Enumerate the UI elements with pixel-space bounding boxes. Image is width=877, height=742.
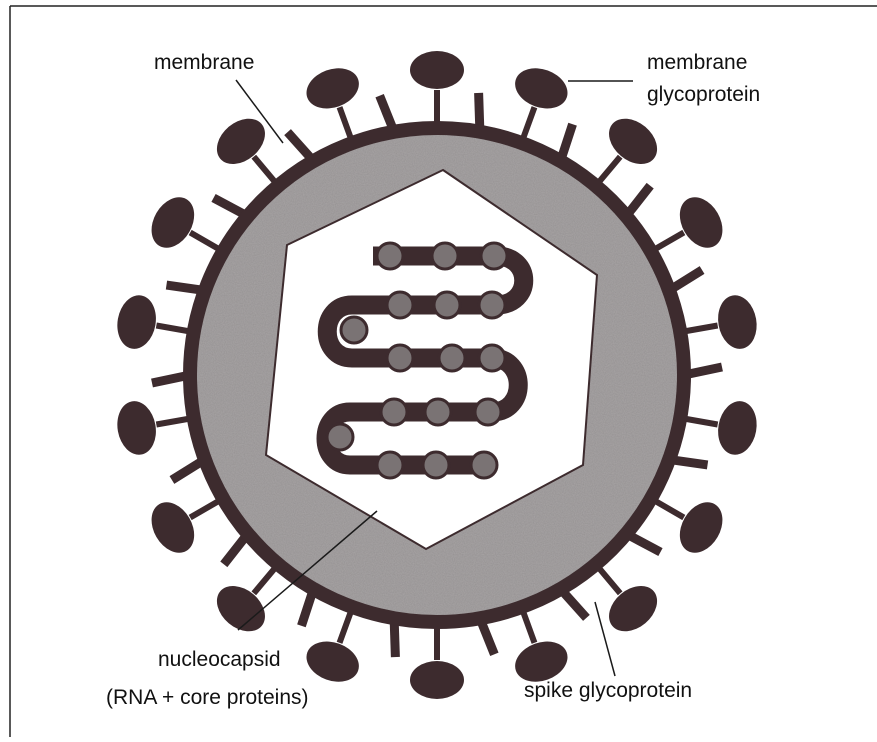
nucleocapsid-label-line2: (RNA + core proteins) bbox=[106, 686, 309, 709]
core-protein-bead-icon bbox=[377, 452, 403, 478]
core-protein-bead-icon bbox=[432, 243, 458, 269]
membrane-glycoprotein-icon bbox=[208, 109, 274, 173]
membrane-glycoprotein-label-line2: glycoprotein bbox=[647, 83, 760, 106]
membrane-glycoprotein-icon bbox=[143, 190, 203, 256]
core-protein-bead-icon bbox=[377, 243, 403, 269]
membrane-glycoprotein-icon bbox=[143, 495, 203, 561]
core-protein-bead-icon bbox=[341, 317, 367, 343]
core-protein-bead-icon bbox=[439, 345, 465, 371]
core-protein-bead-icon bbox=[479, 345, 505, 371]
membrane-glycoprotein-icon bbox=[714, 292, 761, 352]
core-protein-bead-icon bbox=[425, 399, 451, 425]
core-protein-bead-icon bbox=[475, 399, 501, 425]
membrane-glycoprotein-icon bbox=[113, 292, 160, 352]
membrane-glycoprotein-icon bbox=[301, 635, 365, 689]
membrane-glycoprotein-icon bbox=[600, 577, 666, 641]
core-protein-bead-icon bbox=[471, 452, 497, 478]
membrane-glycoprotein-icon bbox=[671, 495, 731, 561]
membrane-glycoprotein-label-line1: membrane bbox=[647, 51, 747, 74]
membrane-glycoprotein-icon bbox=[671, 190, 731, 256]
core-protein-bead-icon bbox=[423, 452, 449, 478]
spike-glycoprotein-label: spike glycoprotein bbox=[524, 679, 692, 702]
membrane-glycoprotein-icon bbox=[301, 61, 365, 115]
nucleocapsid-label-line1: nucleocapsid bbox=[158, 648, 281, 671]
core-protein-bead-icon bbox=[434, 292, 460, 318]
core-protein-bead-icon bbox=[387, 292, 413, 318]
core-protein-bead-icon bbox=[479, 292, 505, 318]
membrane-glycoprotein-icon bbox=[600, 109, 666, 173]
membrane-label: membrane bbox=[154, 51, 254, 74]
membrane-glycoprotein-icon bbox=[113, 398, 160, 458]
core-protein-bead-icon bbox=[327, 424, 353, 450]
membrane-glycoprotein-icon bbox=[714, 398, 761, 458]
core-protein-bead-icon bbox=[381, 399, 407, 425]
core-protein-bead-icon bbox=[481, 243, 507, 269]
core-protein-bead-icon bbox=[387, 345, 413, 371]
membrane-glycoprotein-icon bbox=[509, 61, 573, 115]
membrane-glycoprotein-icon bbox=[410, 661, 464, 699]
membrane-glycoprotein-icon bbox=[410, 51, 464, 89]
